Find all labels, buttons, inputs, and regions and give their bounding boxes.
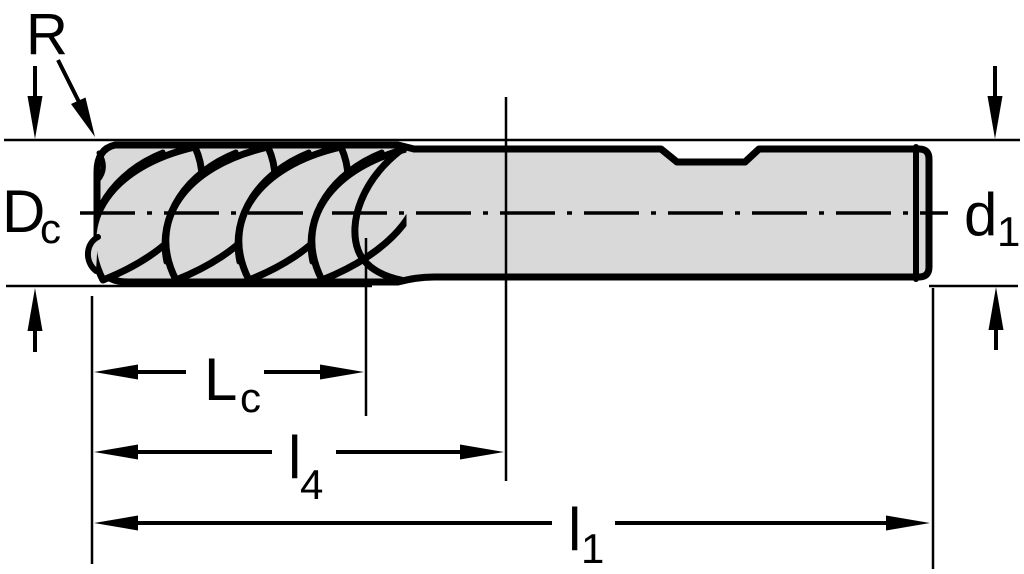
l4-sub: 4	[300, 461, 323, 508]
d1-bottom-arrow	[988, 287, 1004, 330]
shank-diameter-label: d 1	[964, 181, 1020, 255]
l4-dimension	[94, 444, 504, 460]
cutting-diameter-label: D c	[2, 178, 61, 252]
cutting-length-main: L	[204, 346, 237, 413]
l4-main: l	[288, 424, 301, 491]
cutting-diameter-sub: c	[40, 205, 61, 252]
d1-top-arrow	[987, 96, 1003, 139]
end-tooth-notch	[95, 150, 106, 183]
flute-groove-line	[307, 149, 385, 265]
diameter-arrows	[27, 66, 1004, 352]
end-tooth	[85, 234, 101, 274]
dc-top-arrow	[27, 96, 43, 139]
radius-leader	[56, 59, 95, 137]
l4-label: l 4	[288, 424, 323, 508]
cutting-diameter-main: D	[2, 178, 45, 245]
radius-label: R	[26, 2, 68, 67]
l1-dimension	[94, 515, 930, 531]
l1-sub: 1	[581, 525, 604, 572]
l4-left-arrow	[94, 444, 138, 460]
extension-lines	[4, 138, 1020, 564]
l4-right-arrow	[460, 444, 504, 460]
l1-right-arrow	[886, 515, 930, 531]
flute-groove-line	[234, 149, 312, 265]
lc-dimension	[94, 364, 364, 380]
l1-left-arrow	[94, 515, 138, 531]
flute-runout-curve	[351, 146, 405, 284]
length-extension-lines	[364, 97, 935, 569]
l1-main: l	[568, 496, 581, 563]
lc-right-arrow	[320, 364, 364, 380]
radius-arrow	[71, 97, 95, 137]
flute-groove-line	[161, 149, 239, 265]
flute-groove-line	[95, 149, 166, 262]
dc-bottom-arrow	[27, 288, 43, 331]
shank-diameter-main: d	[964, 181, 997, 248]
cutting-length-label: L c	[204, 346, 261, 421]
shank-diameter-sub: 1	[997, 208, 1020, 255]
l1-label: l 1	[568, 496, 604, 572]
cutting-length-sub: c	[240, 374, 261, 421]
lc-left-arrow	[94, 364, 138, 380]
